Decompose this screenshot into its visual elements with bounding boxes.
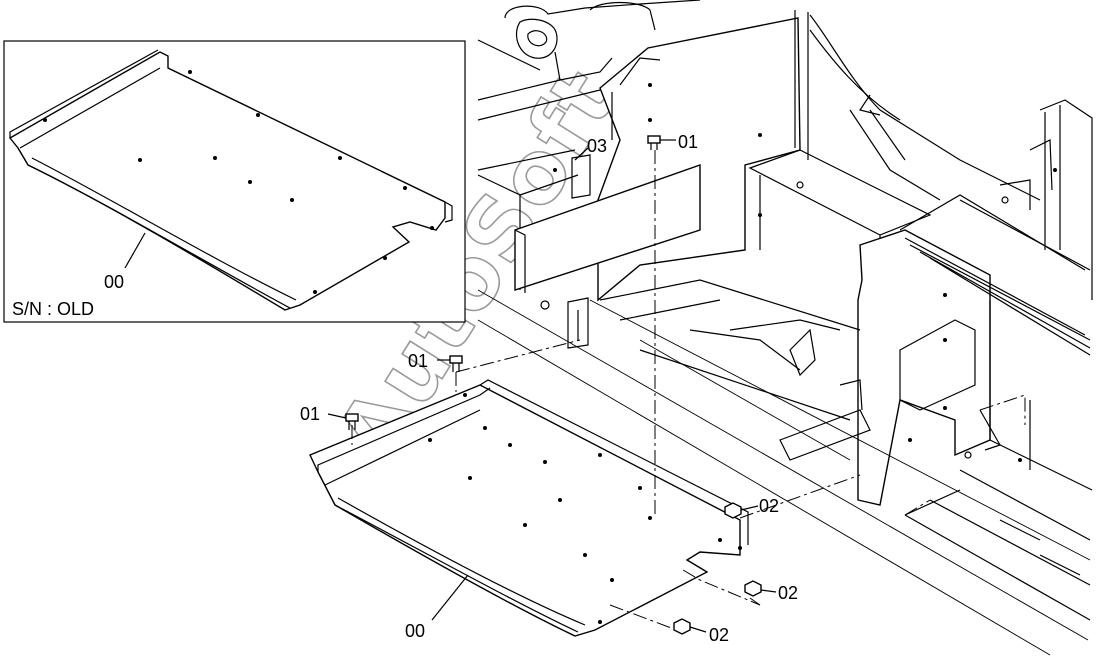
plate-holes	[428, 393, 742, 624]
callout-03: 03	[587, 136, 607, 156]
inset-old-serial: 00 S/N : OLD	[3, 40, 466, 323]
callout-02-mid: 02	[778, 583, 798, 603]
callout-02-bottom: 02	[709, 625, 729, 645]
inset-floor-plate	[8, 49, 453, 311]
floor-plate-main	[309, 379, 749, 637]
inset-callout-00: 00	[104, 272, 124, 292]
door-panel-03	[514, 154, 701, 349]
inset-leader-00	[124, 232, 146, 269]
callout-01-top: 01	[678, 132, 698, 152]
frame-bolts	[540, 83, 1057, 462]
bolt-02-bottom	[673, 618, 691, 635]
callout-labels: 01 03 01 01 02 02 02 00	[300, 132, 798, 645]
callout-01-left-b: 01	[300, 404, 320, 424]
callout-00-main: 00	[405, 621, 425, 641]
inset-serial-label: S/N : OLD	[12, 299, 94, 319]
bolt-02-mid	[744, 580, 762, 597]
callout-02-right: 02	[759, 496, 779, 516]
callout-01-left-a: 01	[408, 351, 428, 371]
bolt-02-right	[724, 502, 742, 519]
assembly-lines	[351, 150, 1026, 633]
leader-lines	[327, 139, 777, 633]
